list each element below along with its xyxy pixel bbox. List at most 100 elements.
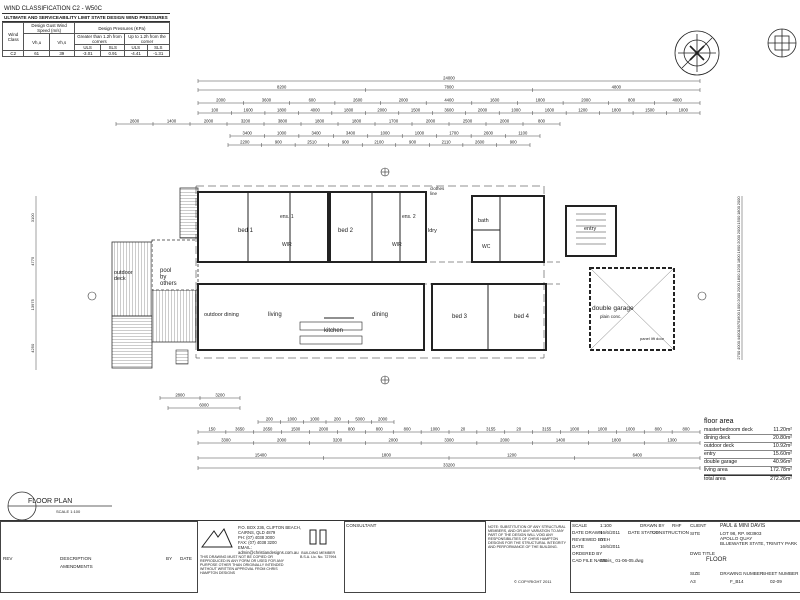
dimension-label: 1300	[667, 438, 677, 443]
dimension-label: 2000	[500, 119, 510, 124]
dimension-label: 6400	[633, 453, 643, 458]
dimension-label: 3400	[311, 131, 321, 136]
dimension-label: 1500	[645, 108, 655, 113]
dimension-label: 900	[409, 140, 417, 145]
dimension-label: 2600	[353, 98, 363, 103]
consultant-panel	[344, 521, 486, 593]
dimension-label: 2000	[319, 427, 329, 432]
dimension-label: 1400	[167, 119, 177, 124]
dimension-label: 3100	[30, 213, 35, 223]
dimension-label: 33200	[443, 463, 455, 468]
dimension-label: 1700	[449, 131, 459, 136]
dimension-label: 3300	[444, 438, 454, 443]
elevation-key-icon	[767, 28, 797, 58]
outdoor-dining-label: outdoor dining	[204, 312, 239, 318]
dimension-label: 1600	[736, 244, 741, 254]
dimension-label: 2000	[399, 98, 409, 103]
master-deck	[179, 187, 199, 239]
dimension-label: 5000	[355, 417, 365, 422]
dimension-label: 4000	[673, 98, 683, 103]
dimension-label: 20	[461, 427, 466, 432]
dimension-label: 1000	[626, 427, 636, 432]
dimension-label: 3155	[542, 427, 552, 432]
plan-title-block: FLOOR PLAN SCALE 1:100	[7, 491, 112, 520]
dimension-label: 1000	[380, 131, 390, 136]
dimension-label: 2600	[484, 131, 494, 136]
dimension-label: 800	[376, 427, 384, 432]
substitution-note: NOTE: SUBSTITUTION OF ANY STRUCTURAL MEM…	[488, 525, 567, 549]
wind-subtitle: ULTIMATE AND SERVICEABILITY LIMIT STATE …	[2, 14, 170, 22]
ens1-label: ens. 1	[280, 214, 294, 220]
dimension-label: 2000	[277, 438, 287, 443]
dimension-label: 1000	[511, 108, 521, 113]
dimension-label: 900	[275, 140, 283, 145]
dimension-label: 1600	[736, 311, 741, 321]
floor-area-title: floor area	[704, 418, 734, 425]
dimension-label: 4250	[30, 343, 35, 353]
dimension-label: 1800	[315, 119, 325, 124]
dimension-label: 1000	[736, 302, 741, 312]
dimension-label: 2000	[581, 98, 591, 103]
dimension-label: 2650	[263, 427, 273, 432]
dimension-label: 1800	[536, 98, 546, 103]
dimension-label: 900	[510, 140, 518, 145]
bed4-label: bed 4	[514, 314, 530, 320]
dimension-label: 3300	[221, 438, 231, 443]
dimension-label: 1800	[736, 253, 741, 263]
dimension-label: 200	[334, 417, 342, 422]
dimension-label: 4000	[310, 108, 320, 113]
dimension-label: 100	[211, 108, 219, 113]
dimension-label: 2510	[307, 140, 317, 145]
dimension-label: 800	[628, 98, 636, 103]
bed1-label: bed 1	[238, 228, 254, 234]
dimension-label: 3155	[486, 427, 496, 432]
dimension-label: 2600	[130, 119, 140, 124]
dimension-label: 3200	[241, 119, 251, 124]
dimension-label: 3600	[444, 108, 454, 113]
dimension-label: 4400	[736, 331, 741, 341]
dimension-label: 150	[208, 427, 216, 432]
door-note-label: panel lift door	[640, 336, 665, 341]
dimension-label: 2800	[175, 393, 185, 398]
wind-speed-header: Design Gust Wind Speed (m/s)	[23, 22, 75, 34]
garage-sub-label: plain conc.	[600, 314, 622, 319]
dimension-label: 2200	[240, 140, 250, 145]
dimension-label: 1800	[736, 205, 741, 215]
dimension-label: 13975	[736, 320, 741, 332]
dimension-label: 2000	[736, 292, 741, 302]
dining-label: dining	[372, 312, 388, 318]
dimension-label: 2500	[463, 119, 473, 124]
dimension-label: 1000	[598, 427, 608, 432]
dimension-label: 1800	[352, 119, 362, 124]
dimension-label: 24000	[443, 76, 455, 81]
dimension-label: 8200	[277, 85, 287, 90]
dimension-label: 2000	[204, 119, 214, 124]
dimension-label: 20	[516, 427, 521, 432]
total-area-row: total area 272.26m²	[704, 475, 792, 482]
dimension-label: 2000	[216, 98, 226, 103]
dimension-label: 1000	[277, 131, 287, 136]
wind-title: WIND CLASSIFICATION C2 - W50C	[2, 6, 170, 14]
dimension-label: 3200	[215, 393, 225, 398]
sheet-number: 02-09	[770, 579, 782, 584]
dimension-label: 3600	[262, 98, 272, 103]
dimension-label: 3800	[278, 119, 288, 124]
dimension-label: 1800	[736, 273, 741, 283]
wir2-label: WIR	[392, 242, 402, 248]
dimension-lines	[35, 79, 743, 470]
dimension-label: 1500	[411, 108, 421, 113]
plan-scale: SCALE 1:100	[56, 509, 81, 514]
bed2-label: bed 2	[338, 228, 354, 234]
garage-diagonal	[589, 267, 675, 351]
dimension-label: 1000	[310, 417, 320, 422]
dimension-label: 2000	[378, 417, 388, 422]
dimension-label: 800	[683, 427, 691, 432]
amendments-panel	[0, 521, 198, 593]
dimension-label: 2000	[736, 196, 741, 206]
